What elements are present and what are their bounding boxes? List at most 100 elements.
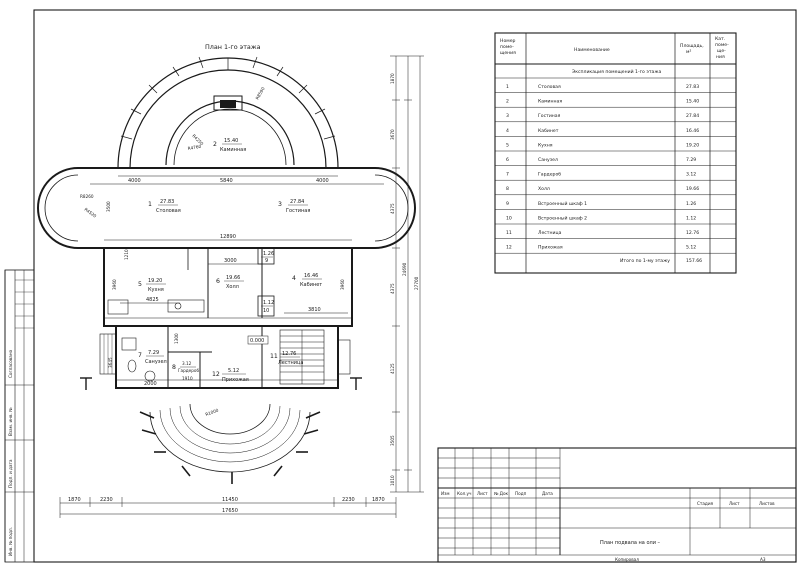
- row-area: 27.84: [686, 113, 699, 119]
- right-dimensions: 1870 3670 4375 4375 4125 3505 1010 24690…: [390, 55, 424, 493]
- row-num: 8: [506, 186, 509, 192]
- table-subtitle: Экспликация помещений 1-го этажа: [572, 68, 661, 75]
- svg-text:1870: 1870: [390, 73, 395, 84]
- svg-text:6: 6: [216, 278, 220, 285]
- total-label: Итого по 1-му этажу: [620, 258, 670, 264]
- svg-text:7.29: 7.29: [148, 350, 159, 356]
- row-name: Лестница: [538, 230, 562, 236]
- svg-text:2230: 2230: [342, 497, 355, 503]
- table-row: 5 Кухня 19.20: [495, 142, 736, 152]
- svg-text:12.76: 12.76: [282, 351, 296, 357]
- svg-text:8: 8: [172, 364, 176, 371]
- tb-stage: Стадия: [697, 501, 714, 506]
- room-labels: 1 27.83 Столовая 2 15.40 Каминная 3 27.8…: [138, 138, 322, 383]
- svg-text:17650: 17650: [222, 508, 238, 514]
- svg-text:5840: 5840: [220, 178, 233, 184]
- room-label-2: 2 15.40 Каминная: [213, 138, 246, 153]
- row-area: 12.76: [686, 230, 699, 236]
- svg-text:11: 11: [270, 353, 278, 360]
- svg-text:4000: 4000: [128, 178, 141, 184]
- title-block: Изм Кол.уч Лист № Док Подп Дата Стадия Л…: [437, 447, 797, 563]
- th-area-1: Площадь,: [680, 43, 704, 49]
- row-area: 19.20: [686, 142, 699, 148]
- svg-text:9: 9: [265, 258, 268, 264]
- svg-text:27.83: 27.83: [160, 199, 174, 205]
- th-name: Наименование: [574, 47, 610, 53]
- stair-treads: [280, 330, 324, 384]
- row-name: Кабинет: [538, 128, 559, 134]
- svg-text:4375: 4375: [390, 203, 395, 214]
- plan-title: План 1-го этажа: [205, 43, 261, 51]
- floor-plan: 1 27.83 Столовая 2 15.40 Каминная 3 27.8…: [37, 55, 424, 518]
- svg-text:1: 1: [148, 201, 152, 208]
- tb-copied: Копировал: [615, 557, 639, 562]
- room-label-9: 1.26 9: [261, 251, 274, 264]
- svg-text:2000: 2000: [144, 381, 157, 387]
- bottom-dimensions: 1870 2230 11450 2230 1870 17650: [59, 497, 397, 518]
- svg-text:3960: 3960: [112, 279, 117, 290]
- svg-text:R4760: R4760: [187, 144, 202, 151]
- row-num: 7: [506, 172, 509, 178]
- tb-col-date: Дата: [542, 491, 553, 496]
- th-area-2: м²: [686, 50, 691, 55]
- svg-text:2230: 2230: [100, 497, 113, 503]
- svg-text:3.12: 3.12: [182, 361, 192, 366]
- svg-text:3500: 3500: [106, 201, 111, 212]
- svg-text:10: 10: [263, 308, 269, 314]
- main-walls: [37, 167, 416, 327]
- row-name: Каминная: [538, 99, 562, 105]
- tb-sheet: Лист: [729, 501, 740, 506]
- tb-col-izm: Изм: [441, 491, 450, 496]
- svg-text:4: 4: [292, 275, 296, 282]
- svg-text:2: 2: [213, 141, 217, 148]
- total-value: 157.66: [686, 258, 702, 264]
- svg-text:1010: 1010: [390, 475, 395, 486]
- row-name: Гардероб: [538, 172, 561, 178]
- internal-dimensions: 4000 5840 4000 12890 3000 4825 3810 1910…: [80, 86, 384, 417]
- row-num: 5: [506, 142, 509, 148]
- row-name: Кухня: [538, 142, 553, 148]
- tb-col-list: Лист: [477, 491, 488, 496]
- row-num: 9: [506, 201, 509, 207]
- svg-text:4125: 4125: [390, 363, 395, 374]
- svg-text:Кабинет: Кабинет: [300, 282, 322, 288]
- svg-text:15.40: 15.40: [224, 138, 238, 144]
- row-name: Прихожая: [538, 245, 563, 251]
- svg-text:3670: 3670: [390, 129, 395, 140]
- stamp-inv-replace: Взам. инв. №: [8, 407, 13, 436]
- th-cat-2: поме-: [715, 43, 729, 48]
- tb-format: А3: [760, 557, 766, 562]
- svg-text:Лестница: Лестница: [278, 360, 303, 366]
- row-name: Гостиная: [538, 113, 561, 119]
- room-label-6: 6 19.66 Холл: [216, 275, 244, 290]
- svg-text:1910: 1910: [182, 376, 193, 381]
- svg-text:Столовая: Столовая: [156, 208, 181, 214]
- tb-col-doc: № Док: [494, 491, 509, 496]
- row-name: Холл: [538, 186, 550, 192]
- svg-text:3000: 3000: [224, 258, 237, 264]
- svg-text:27.84: 27.84: [290, 199, 304, 205]
- svg-text:3645: 3645: [108, 357, 113, 368]
- svg-text:R4520: R4520: [83, 207, 97, 219]
- th-num-3: щения: [500, 51, 516, 56]
- svg-text:R8260: R8260: [80, 194, 94, 199]
- room-label-12: 12 5.12 Прихожая: [212, 368, 249, 383]
- svg-text:R1000: R1000: [205, 407, 220, 416]
- row-name: Встроенный шкаф 1: [538, 200, 587, 207]
- svg-text:3: 3: [278, 201, 282, 208]
- stamp-sign-date: Подп. и дата: [8, 459, 13, 488]
- stamp-inv-orig: Инв. № подл.: [8, 527, 13, 556]
- row-area: 15.40: [686, 99, 699, 105]
- room-label-7: 7 7.29 Санузел: [138, 350, 167, 365]
